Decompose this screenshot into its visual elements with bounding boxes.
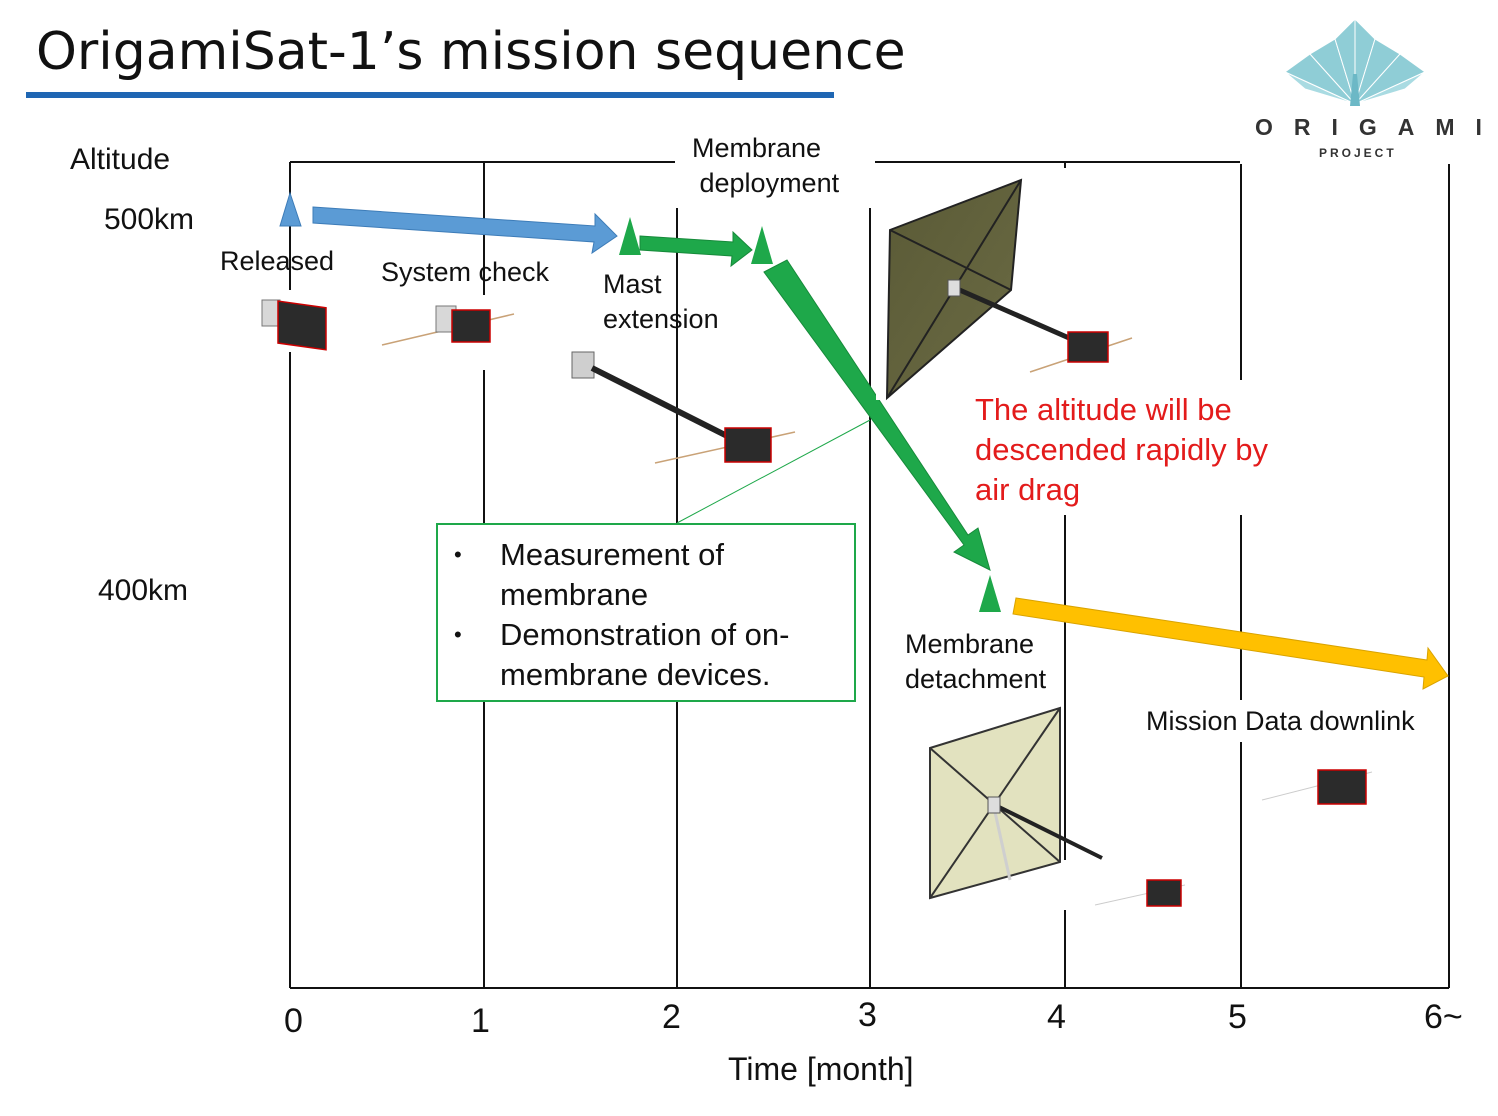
arrow-release-to-mast [312, 206, 618, 255]
label-released: Released [220, 246, 335, 276]
event-marker-deployment [751, 226, 773, 264]
x-tick-4: 4 [1047, 998, 1066, 1036]
label-mission-data-downlink: Mission Data downlink [1146, 706, 1415, 736]
arrow-mast-to-deployment [639, 230, 753, 268]
peacock-fan-icon [1284, 17, 1426, 106]
slide-title: OrigamiSat-1’s mission sequence [36, 22, 906, 82]
x-tick-2: 2 [662, 998, 681, 1036]
x-axis-label: Time [month] [728, 1051, 914, 1087]
satellite-system-check-image [381, 305, 515, 346]
x-tick-3: 3 [858, 996, 877, 1034]
label-membrane-detachment: Membrane detachment [905, 629, 1047, 694]
label-membrane-deployment: Membrane deployment [692, 133, 840, 198]
title-underline [26, 92, 834, 98]
x-tick-0: 0 [284, 1002, 303, 1040]
event-marker-detachment [979, 575, 1001, 612]
satellite-released-image [261, 299, 327, 351]
satellite-downlink-image [1261, 769, 1373, 805]
x-tick-5: 5 [1228, 998, 1247, 1036]
membrane-deployed-image [876, 168, 1142, 401]
list-item: •Demonstration of on- membrane devices. [454, 617, 790, 692]
origami-logo: ORIGAMI PROJECT [1255, 14, 1498, 164]
arrow-descent [763, 259, 991, 571]
arrow-detach-to-downlink [1012, 597, 1449, 690]
label-mast-extension: Mast extension [603, 269, 719, 334]
list-item: •Measurement of membrane [454, 537, 724, 612]
x-tick-6: 6~ [1424, 998, 1463, 1036]
y-tick-400km: 400km [98, 574, 189, 607]
callout-connector [676, 419, 871, 524]
y-axis-label: Altitude [70, 143, 171, 176]
x-tick-1: 1 [471, 1002, 490, 1040]
membrane-detached-image [924, 700, 1186, 910]
event-marker-released [279, 191, 302, 227]
satellite-mast-extended-image [571, 351, 796, 464]
logo-subtitle: PROJECT [1319, 146, 1397, 160]
label-system-check: System check [381, 257, 550, 287]
y-tick-500km: 500km [104, 203, 195, 236]
air-drag-note: The altitude will be descended rapidly b… [975, 392, 1268, 507]
logo-wordmark: ORIGAMI [1255, 114, 1498, 140]
event-marker-mast [619, 217, 641, 255]
membrane-activities-box: •Measurement of membrane •Demonstration … [436, 523, 856, 702]
item-demonstration: Demonstration of on- membrane devices. [500, 617, 790, 692]
item-measurement: Measurement of membrane [500, 537, 724, 612]
